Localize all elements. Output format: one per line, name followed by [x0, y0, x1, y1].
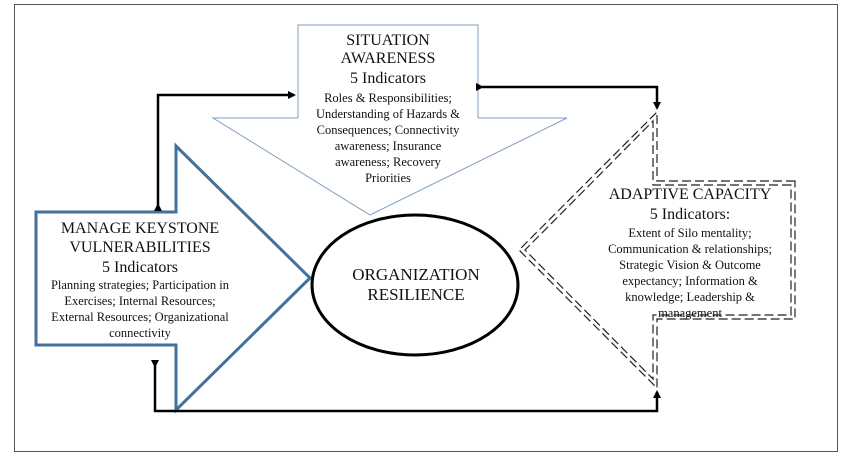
adaptive-title: ADAPTIVE CAPACITY — [609, 186, 772, 203]
center-line-2: RESILIENCE — [367, 285, 464, 304]
keystone-item: Planning strategies; Participation in — [51, 278, 230, 292]
keystone-item: connectivity — [109, 326, 172, 340]
keystone-item: Exercises; Internal Resources; — [64, 294, 215, 308]
connector-keystone-adaptive — [151, 360, 661, 413]
adaptive-item: Extent of Silo mentality; — [628, 226, 751, 240]
situation-item: Priorities — [365, 171, 411, 185]
situation-item: Roles & Responsibilities; — [324, 91, 452, 105]
connector-situation-adaptive — [476, 83, 661, 110]
adaptive-item: Strategic Vision & Outcome — [619, 258, 761, 272]
adaptive-item: management — [658, 306, 722, 320]
keystone-item: External Resources; Organizational — [51, 310, 229, 324]
adaptive-item: Communication & relationships; — [608, 242, 772, 256]
situation-title-2: AWARENESS — [341, 50, 436, 67]
keystone-title-1: MANAGE KEYSTONE — [61, 220, 219, 237]
adaptive-capacity-arrow-inner — [524, 119, 792, 381]
adaptive-capacity-arrow-outer — [518, 110, 796, 390]
keystone-count: 5 Indicators — [102, 259, 178, 276]
outer-frame — [14, 4, 838, 452]
situation-count: 5 Indicators — [350, 70, 426, 87]
situation-item: Consequences; Connectivity — [317, 123, 460, 137]
keystone-title-2: VULNERABILITIES — [69, 239, 210, 256]
adaptive-item: expectancy; Information & — [622, 274, 758, 288]
organization-resilience-ellipse — [310, 213, 520, 357]
situation-item: Understanding of Hazards & — [316, 107, 460, 121]
situation-item: awareness; Recovery — [335, 155, 442, 169]
connector-keystone-situation — [154, 91, 296, 211]
center-line-1: ORGANIZATION — [352, 265, 479, 284]
situation-title-1: SITUATION — [346, 32, 430, 49]
situation-item: awareness; Insurance — [335, 139, 442, 153]
adaptive-item: knowledge; Leadership & — [625, 290, 755, 304]
adaptive-count: 5 Indicators: — [650, 206, 730, 223]
